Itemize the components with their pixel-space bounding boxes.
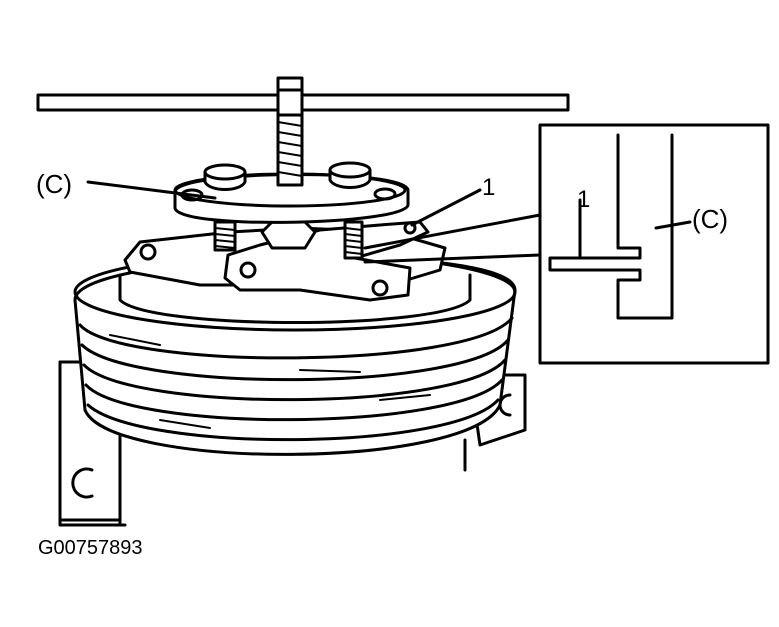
figure-id: G00757893: [38, 537, 143, 559]
label-puller-plate: (C): [36, 169, 72, 199]
t-handle-bar: [36, 88, 570, 117]
inset-label-part-1: 1: [577, 186, 590, 213]
leader-line-part-1: [410, 188, 482, 227]
puller-bolts: [203, 161, 372, 260]
inset-detail-box: [538, 123, 770, 365]
inset-label-puller-plate: (C): [692, 204, 728, 234]
leader-line-puller-plate: [86, 180, 217, 200]
inset-connector-lines: [363, 213, 542, 264]
center-bolt-head: [260, 220, 317, 250]
label-part-1: 1: [482, 174, 495, 201]
